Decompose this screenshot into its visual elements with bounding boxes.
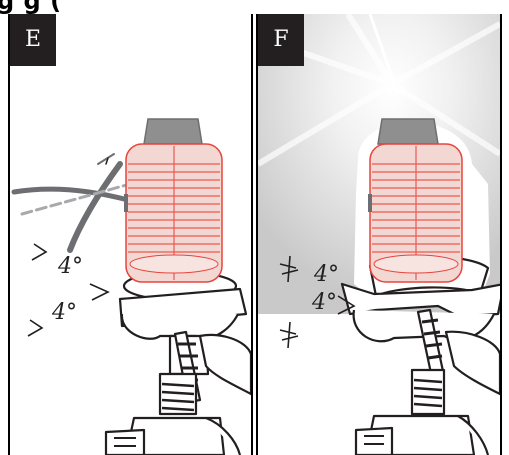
angle-label-e-bottom: 4° (52, 300, 77, 325)
tripod-e (106, 272, 251, 455)
panel-e-illustration (10, 14, 251, 455)
panel-f-illustration (258, 14, 500, 455)
laser-level-f (368, 119, 462, 282)
angle-label-f-bottom: 4° (312, 290, 337, 315)
angle-label-f-top: 4° (314, 262, 339, 287)
panel-e: E (8, 14, 253, 455)
cropped-title-strip: g g ( (0, 0, 509, 14)
laser-level-e (124, 119, 222, 282)
panel-f-label: F (258, 14, 304, 66)
panel-e-label: E (10, 14, 56, 66)
panel-f: F (256, 14, 502, 455)
cropped-title-text: g g ( (0, 0, 62, 14)
laser-cross-e (14, 154, 130, 250)
angle-label-e-top: 4° (58, 254, 83, 279)
